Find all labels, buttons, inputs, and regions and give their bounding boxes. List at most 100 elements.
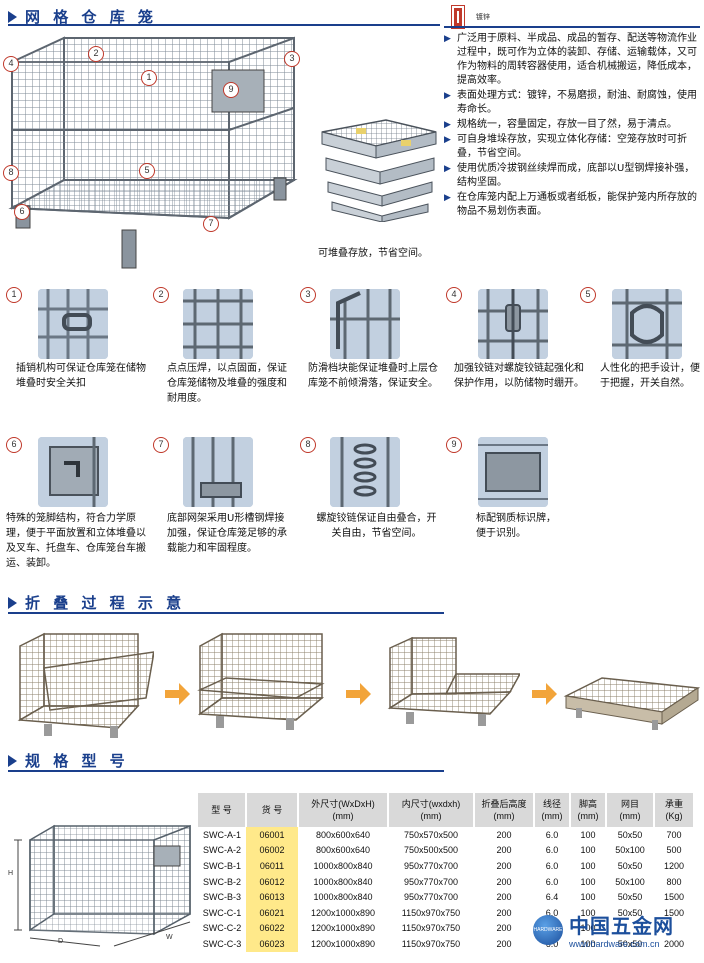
fold-arrow-1 [165,690,179,698]
table-cell: 50x50 [617,860,643,871]
section-header-folding: 折 叠 过 程 示 意 [8,592,185,613]
anti-slip-block-thumbnail [330,289,400,359]
table-cell: 500 [666,845,682,856]
feature-item: 使用优质冷拔钢丝续焊而成，底部以U型钢焊接补强，结构坚固。 [444,162,700,190]
detail-number-badge: 8 [300,437,316,453]
logo-url: www.hardware.com.cn [569,939,660,949]
table-cell: 950x770x700 [403,860,459,871]
height-dimension-label: H [8,870,14,877]
table-cell: 200 [496,938,512,949]
u-channel-base-thumbnail [183,437,253,507]
table-header-cell: 型 号 [198,793,247,827]
table-cell: 1150x970x750 [401,938,461,949]
table-header-cell: 线径 (mm) [534,793,571,827]
table-cell: 800x600x640 [315,845,371,856]
fold-arrow-3 [532,690,546,698]
detail-number-badge: 5 [580,287,596,303]
arrow-right-icon [179,683,190,705]
table-cell: 50x50 [617,829,643,840]
triangle-bullet-icon [8,754,17,767]
table-cell: 100 [580,907,596,918]
table-cell: 50x50 [617,907,643,918]
hero-cage-illustration [8,36,298,269]
table-header-cell: 内尺寸(wxdxh) (mm) [388,793,475,827]
detail-description: 标配钢质标识牌，便于识别。 [476,513,556,539]
detail-number-badge: 6 [6,437,22,453]
section-header-cage: 网 格 仓 库 笼 [8,6,157,27]
table-header-cell: 承重 (Kg) [654,793,695,827]
table-cell: 750x570x500 [403,829,459,840]
spot-weld-thumbnail [183,289,253,359]
detail-description: 点点压焊，以点固面，保证仓库笼储物及堆叠的强度和耐用度。 [167,363,287,404]
section-header-spec: 规 格 型 号 [8,750,129,771]
hinge-reinforcement-thumbnail [478,289,548,359]
spec-table: 型 号 货 号 外尺寸(WxDxH) (mm) 内尺寸(wxdxh) (mm) … [198,793,695,952]
logo-name: 中国五金网 [569,914,674,938]
table-cell: 1500 [663,907,685,918]
detail-description: 螺旋铰链保证自由叠合，开关自由，节省空间。 [316,513,437,539]
coating-swatch-icon [451,5,465,29]
width-dimension-label: W [166,934,173,941]
item-code-cell: 06011 [246,858,298,874]
fold-arrow-2 [346,690,360,698]
table-cell: 200 [496,923,512,934]
table-cell: 200 [496,892,512,903]
table-cell: 1150x970x750 [401,923,461,934]
table-cell: SWC-A-2 [203,845,241,856]
detail-description: 人性化的把手设计，便于把握，开关自然。 [600,363,700,389]
item-code-cell: 06013 [246,889,298,905]
callout-badge-1: 1 [141,70,157,86]
fold-step-1-image [17,632,154,738]
detail-number-badge: 3 [300,287,316,303]
detail-number-badge: 2 [153,287,169,303]
table-header-cell: 折叠后高度 (mm) [474,793,535,827]
table-cell: 100 [580,829,596,840]
table-cell: 750x500x500 [403,845,459,856]
table-cell: 800 [666,876,682,887]
callout-badge-4: 4 [3,56,19,72]
table-cell: 100 [580,938,596,949]
table-cell: 100 [580,845,596,856]
section-rule [8,24,440,26]
detail-number-badge: 1 [6,287,22,303]
arrow-right-icon [546,683,557,705]
table-cell: 100 [580,923,596,934]
table-cell: 6.0 [545,876,559,887]
table-cell: 50x100 [615,876,645,887]
feature-item: 可自身堆垛存放，实现立体化存储：空笼存放时可折叠，节省空间。 [444,133,700,161]
table-cell: 6.0 [545,860,559,871]
table-cell: 100 [580,876,596,887]
table-cell: 50x50 [617,938,643,949]
item-code-cell: 06023 [246,936,298,952]
callout-badge-5: 5 [139,163,155,179]
table-cell: 6.4 [545,892,559,903]
triangle-bullet-icon [8,596,17,609]
handle-thumbnail [612,289,682,359]
latch-pin-thumbnail [38,289,108,359]
table-cell: SWC-B-2 [203,876,241,887]
table-cell: 950x770x700 [403,876,459,887]
callout-badge-6: 6 [14,204,30,220]
label-plate-thumbnail [478,437,548,507]
section-title: 规 格 型 号 [25,752,129,770]
item-code-cell: 06001 [246,827,298,843]
detail-number-badge: 4 [446,287,462,303]
detail-description: 插销机构可保证仓库笼在储物堆叠时安全关扣 [16,363,146,389]
table-cell: 800x600x640 [315,829,371,840]
table-header-cell: 货 号 [246,793,299,827]
table-cell: 1000x800x840 [313,892,373,903]
feature-item: 规格统一，容量固定，存放一目了然，易于清点。 [444,118,700,132]
table-cell: 50x100 [615,845,645,856]
callout-badge-3: 3 [284,51,300,67]
table-cell: 100 [580,892,596,903]
fold-step-4-image [563,677,700,730]
detail-description: 加强铰链对螺旋铰链起强化和保护作用，以防储物时绷开。 [454,363,584,389]
feature-item: 在仓库笼内配上万通板或者纸板，能保护笼内所存放的物品不易划伤表面。 [444,191,700,219]
detail-description: 特殊的笼脚结构，符合力学原理，便于平面放置和立体堆叠以及叉车、托盘车、仓库笼台车… [6,513,146,569]
table-cell: 1500 [663,892,685,903]
item-code-cell: 06022 [246,920,298,937]
table-cell: 200 [496,876,512,887]
table-cell: 2000 [663,938,685,949]
site-logo: HARDWARE 中国五金网 www.hardware.com.cn [533,910,674,949]
